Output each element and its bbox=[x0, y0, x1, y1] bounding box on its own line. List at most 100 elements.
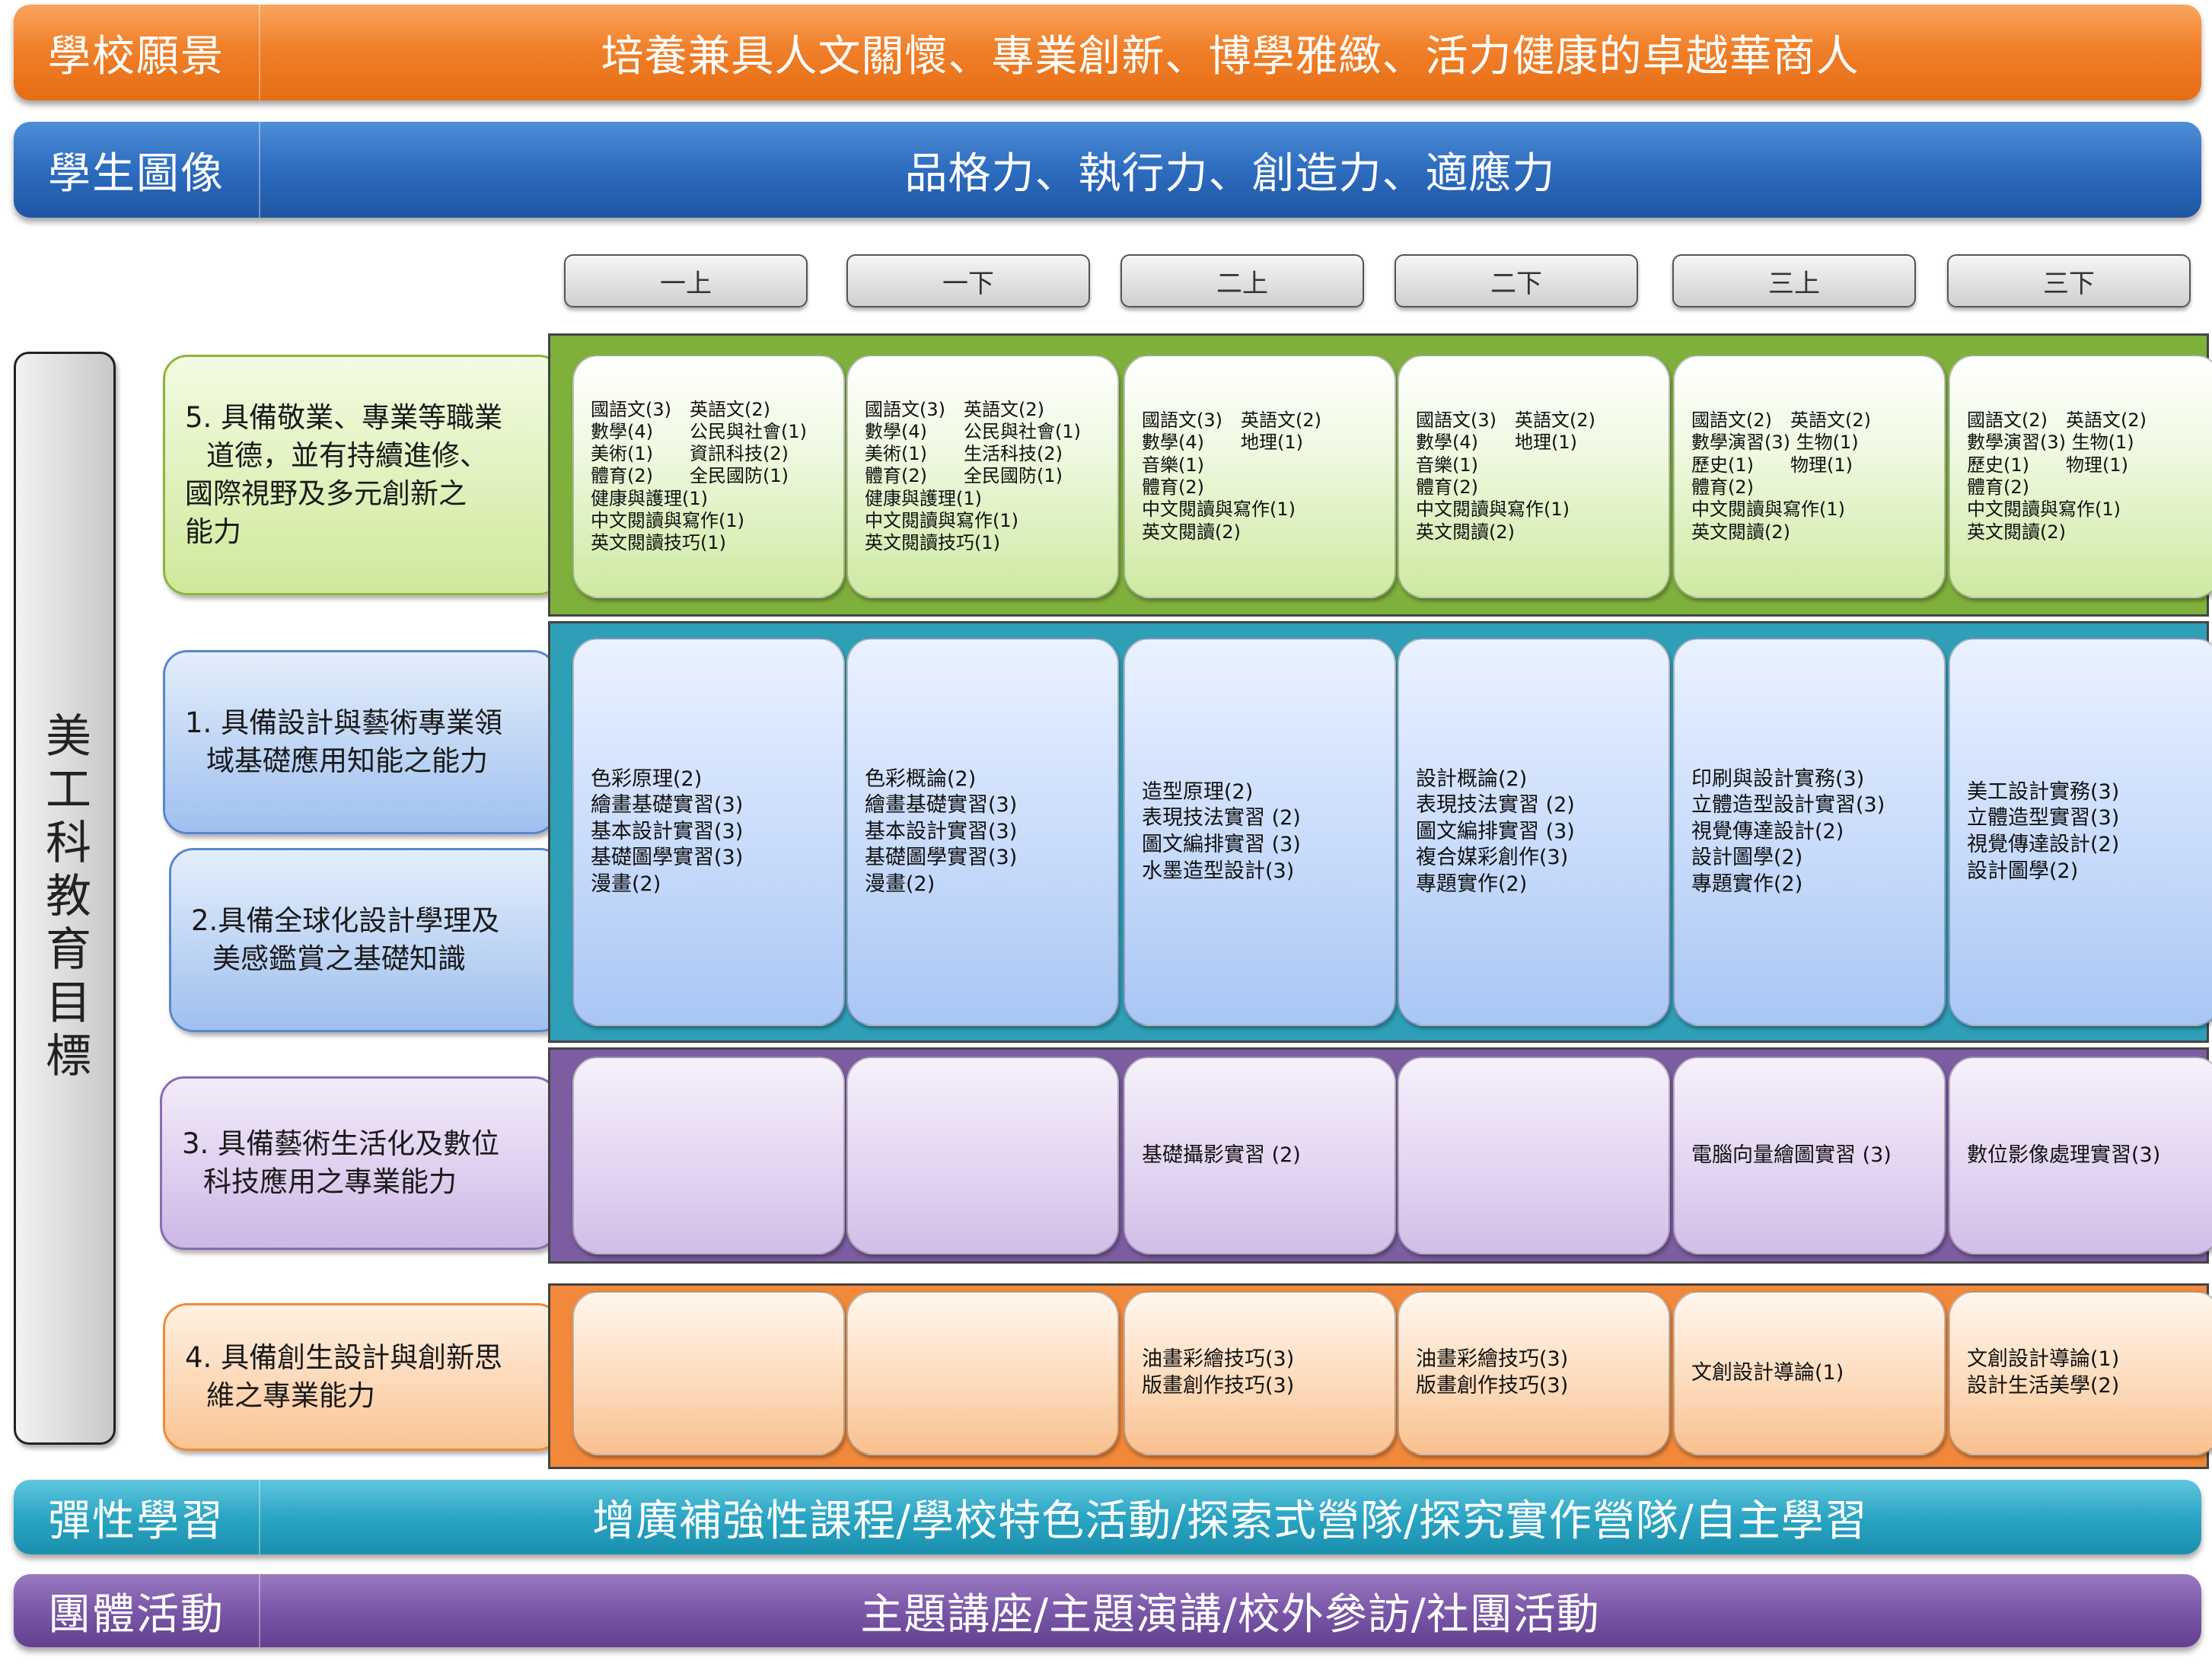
semester-1b: 一下 bbox=[846, 254, 1090, 308]
semester-3b: 三下 bbox=[1947, 254, 2191, 308]
course-item: 立體造型設計實習(3) bbox=[1691, 793, 1885, 818]
semester-1a: 一上 bbox=[564, 254, 808, 308]
course-item: 色彩原理(2) bbox=[591, 767, 703, 791]
course-item: 設計生活美學(2) bbox=[1967, 1374, 2120, 1398]
course-item: 視覺傳達設計(2) bbox=[1691, 819, 1844, 843]
course-item: 國語文(2) 英語文(2) bbox=[1691, 410, 1871, 432]
department-goal-pillar: 美工科教育目標 bbox=[14, 352, 116, 1445]
course-item: 中文閱讀與寫作(1) bbox=[1142, 499, 1296, 521]
group-activities-label: 團體活動 bbox=[14, 1574, 260, 1647]
course-cell-general-4: 國語文(3) 英語文(2)數學(4) 地理(1)音樂(1)體育(2)中文閱讀與寫… bbox=[1398, 355, 1670, 598]
flexible-learning-text: 增廣補強性課程/學校特色活動/探索式營隊/探究實作營隊/自主學習 bbox=[592, 1496, 1868, 1546]
course-cell-creative-2 bbox=[846, 1291, 1119, 1455]
course-cell-general-2: 國語文(3) 英語文(2)數學(4) 公民與社會(1)美術(1) 生活科技(2)… bbox=[846, 355, 1119, 598]
course-item: 油畫彩繪技巧(3) bbox=[1416, 1347, 1569, 1372]
course-cell-creative-3: 油畫彩繪技巧(3)版畫創作技巧(3) bbox=[1124, 1291, 1396, 1455]
course-item: 基本設計實習(3) bbox=[865, 819, 1018, 843]
semester-3a: 三上 bbox=[1672, 254, 1916, 308]
course-cell-digital-4 bbox=[1398, 1057, 1670, 1254]
course-item: 歷史(1) 物理(1) bbox=[1967, 454, 2128, 476]
course-item: 電腦向量繪圖實習 (3) bbox=[1691, 1143, 1892, 1167]
course-cell-design-4: 設計概論(2)表現技法實習 (2)圖文編排實習 (3)複合媒彩創作(3)專題實作… bbox=[1398, 638, 1670, 1026]
objective-2: 2.具備全球化設計學理及 美感鑑賞之基礎知識 bbox=[169, 848, 565, 1032]
course-item: 立體造型實習(3) bbox=[1967, 806, 2120, 830]
student-portrait-label: 學生圖像 bbox=[14, 122, 260, 218]
course-item: 體育(2) bbox=[1142, 477, 1204, 498]
objective-5-text: 5. 具備敬業、專業等職業 道德，並有持續進修、 國際視野及多元創新之 能力 bbox=[185, 401, 503, 548]
course-item: 中文閱讀與寫作(1) bbox=[1691, 499, 1845, 521]
course-item: 表現技法實習 (2) bbox=[1416, 793, 1575, 818]
course-item: 漫畫(2) bbox=[591, 872, 661, 896]
course-item: 國語文(3) 英語文(2) bbox=[865, 398, 1044, 420]
course-item: 中文閱讀與寫作(1) bbox=[865, 509, 1018, 531]
course-item: 體育(2) 全民國防(1) bbox=[591, 465, 789, 487]
course-cell-design-2: 色彩概論(2)繪畫基礎實習(3)基本設計實習(3) 基礎圖學實習(3)漫畫(2) bbox=[846, 638, 1119, 1026]
objective-3-text: 3. 具備藝術生活化及數位 科技應用之專業能力 bbox=[182, 1127, 500, 1198]
course-cell-general-1: 國語文(3) 英語文(2)數學(4) 公民與社會(1)美術(1) 資訊科技(2)… bbox=[572, 355, 845, 598]
course-item: 美術(1) 資訊科技(2) bbox=[591, 443, 789, 465]
course-item: 數學(4) 公民與社會(1) bbox=[591, 420, 807, 442]
course-cell-design-3: 造型原理(2)表現技法實習 (2)圖文編排實習 (3)水墨造型設計(3) bbox=[1124, 638, 1396, 1026]
course-cell-digital-6: 數位影像處理實習(3) bbox=[1949, 1057, 2212, 1254]
course-item: 體育(2) 全民國防(1) bbox=[865, 465, 1063, 487]
school-vision-text: 培養兼具人文關懷、專業創新、博學雅緻、活力健康的卓越華商人 bbox=[601, 31, 1860, 81]
course-cell-design-6: 美工設計實務(3)立體造型實習(3)視覺傳達設計(2)設計圖學(2) bbox=[1949, 638, 2212, 1026]
semester-2b: 二下 bbox=[1394, 254, 1638, 308]
student-portrait-text: 品格力、執行力、創造力、適應力 bbox=[904, 148, 1556, 199]
course-item: 中文閱讀與寫作(1) bbox=[1416, 499, 1570, 521]
course-item: 體育(2) bbox=[1691, 477, 1754, 498]
course-item: 國語文(3) 英語文(2) bbox=[1142, 410, 1321, 432]
course-item: 國語文(3) 英語文(2) bbox=[1416, 410, 1595, 432]
course-item: 繪畫基礎實習(3) bbox=[865, 793, 1018, 818]
course-cell-general-3: 國語文(3) 英語文(2)數學(4) 地理(1)音樂(1)體育(2)中文閱讀與寫… bbox=[1124, 355, 1396, 598]
department-goal-text: 美工科教育目標 bbox=[37, 712, 91, 1085]
semester-2a: 二上 bbox=[1120, 254, 1364, 308]
course-item: 數學(4) 公民與社會(1) bbox=[865, 420, 1081, 442]
course-item: 印刷與設計實務(3) bbox=[1691, 767, 1865, 791]
course-item: 健康與護理(1) bbox=[591, 487, 708, 509]
course-item: 英文閱讀(2) bbox=[1967, 521, 2066, 543]
course-item: 美工設計實務(3) bbox=[1967, 779, 2120, 804]
school-vision-band: 學校願景 培養兼具人文關懷、專業創新、博學雅緻、活力健康的卓越華商人 bbox=[14, 5, 2201, 100]
course-item: 數學(4) 地理(1) bbox=[1142, 432, 1303, 454]
course-item: 專題實作(2) bbox=[1416, 872, 1528, 896]
course-cell-creative-4: 油畫彩繪技巧(3)版畫創作技巧(3) bbox=[1398, 1291, 1670, 1455]
flexible-learning-band: 彈性學習 增廣補強性課程/學校特色活動/探索式營隊/探究實作營隊/自主學習 bbox=[14, 1480, 2201, 1554]
course-item: 基礎圖學實習(3) bbox=[865, 846, 1018, 870]
objective-3: 3. 具備藝術生活化及數位 科技應用之專業能力 bbox=[160, 1076, 559, 1250]
school-vision-label: 學校願景 bbox=[14, 5, 260, 100]
course-item: 美術(1) 生活科技(2) bbox=[865, 443, 1063, 465]
objective-5: 5. 具備敬業、專業等職業 道德，並有持續進修、 國際視野及多元創新之 能力 bbox=[163, 355, 563, 595]
course-item: 健康與護理(1) bbox=[865, 487, 982, 509]
course-item: 漫畫(2) bbox=[865, 872, 935, 896]
flexible-learning-label: 彈性學習 bbox=[14, 1480, 260, 1554]
course-item: 水墨造型設計(3) bbox=[1142, 859, 1295, 883]
course-item: 專題實作(2) bbox=[1691, 872, 1803, 896]
course-item: 視覺傳達設計(2) bbox=[1967, 833, 2120, 856]
student-portrait-band: 學生圖像 品格力、執行力、創造力、適應力 bbox=[14, 122, 2201, 218]
course-item: 數學(4) 地理(1) bbox=[1416, 432, 1577, 454]
course-item: 國語文(2) 英語文(2) bbox=[1967, 410, 2147, 432]
course-item: 表現技法實習 (2) bbox=[1142, 806, 1301, 830]
objective-1-text: 1. 具備設計與藝術專業領 域基礎應用知能之能力 bbox=[185, 706, 503, 777]
course-item: 油畫彩繪技巧(3) bbox=[1142, 1347, 1295, 1372]
course-item: 設計圖學(2) bbox=[1691, 846, 1803, 870]
course-item: 基礎攝影實習 (2) bbox=[1142, 1143, 1301, 1167]
course-cell-design-5: 印刷與設計實務(3)立體造型設計實習(3)視覺傳達設計(2) 設計圖學(2)專題實… bbox=[1673, 638, 1946, 1026]
course-item: 數學演習(3) 生物(1) bbox=[1967, 432, 2134, 454]
course-cell-general-5: 國語文(2) 英語文(2)數學演習(3) 生物(1)歷史(1) 物理(1)體育(… bbox=[1673, 355, 1946, 598]
course-item: 設計概論(2) bbox=[1416, 767, 1528, 791]
course-cell-digital-2 bbox=[846, 1057, 1119, 1254]
course-item: 色彩概論(2) bbox=[865, 767, 977, 791]
course-item: 繪畫基礎實習(3) bbox=[591, 793, 744, 818]
course-item: 圖文編排實習 (3) bbox=[1142, 833, 1301, 856]
objective-4: 4. 具備創生設計與創新思 維之專業能力 bbox=[163, 1303, 562, 1451]
objective-1: 1. 具備設計與藝術專業領 域基礎應用知能之能力 bbox=[163, 650, 557, 834]
course-item: 體育(2) bbox=[1967, 477, 2029, 498]
course-item: 數學演習(3) 生物(1) bbox=[1691, 432, 1859, 454]
course-cell-design-1: 色彩原理(2)繪畫基礎實習(3)基本設計實習(3)基礎圖學實習(3)漫畫(2) bbox=[572, 638, 845, 1026]
course-cell-digital-5: 電腦向量繪圖實習 (3) bbox=[1673, 1057, 1946, 1254]
course-cell-creative-1 bbox=[572, 1291, 845, 1455]
course-item: 英文閱讀(2) bbox=[1142, 521, 1241, 543]
course-item: 英文閱讀(2) bbox=[1416, 521, 1515, 543]
